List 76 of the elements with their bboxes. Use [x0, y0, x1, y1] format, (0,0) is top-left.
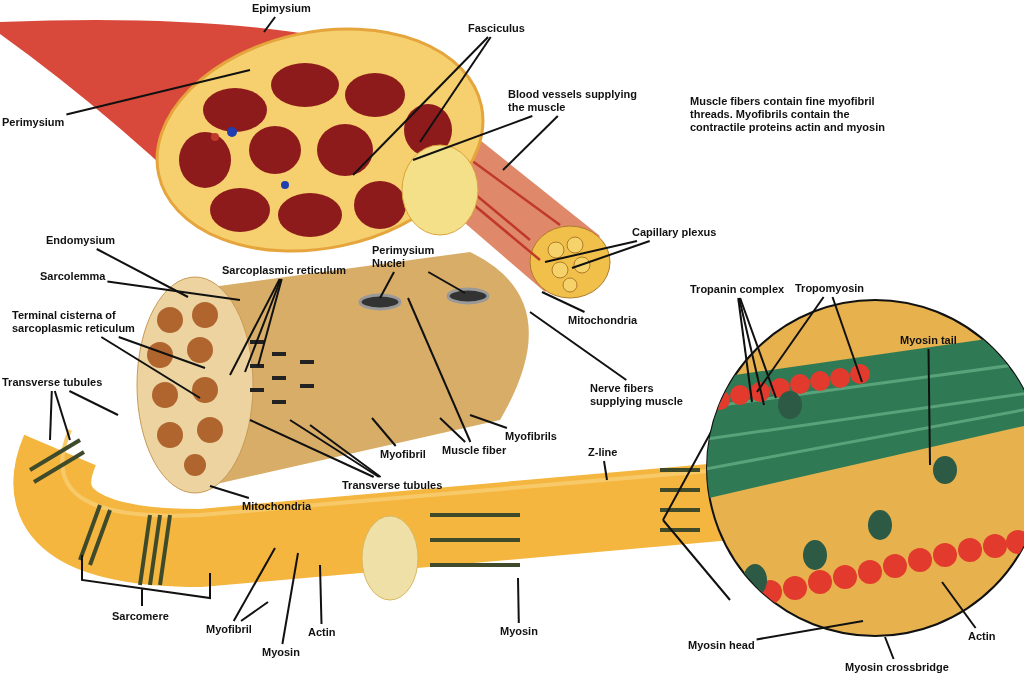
leader-line: [517, 577, 520, 624]
part-label: Myofibril: [206, 623, 252, 636]
leader-line: [738, 297, 765, 406]
leader-line: [379, 271, 395, 299]
leader-line: [737, 297, 753, 403]
leader-line: [281, 552, 299, 645]
leader-line: [529, 311, 628, 381]
part-label: Terminal cisterna of sarcoplasmic reticulum: [12, 309, 142, 335]
leader-line: [209, 485, 250, 499]
leader-line: [571, 240, 651, 269]
part-label: Fasciculus: [468, 22, 525, 35]
leader-line: [65, 69, 251, 116]
leader-line: [240, 601, 269, 622]
part-label: Blood vessels supplying the muscle: [508, 88, 638, 114]
part-label: Epimysium: [252, 2, 311, 15]
part-label: Perimysium: [2, 116, 65, 129]
part-label: Myofibrils: [505, 430, 557, 443]
leader-line: [95, 248, 189, 298]
leader-line: [53, 390, 71, 441]
leader-line: [755, 620, 864, 641]
part-label: Myosin: [262, 646, 300, 659]
part-label: Mitochondria: [242, 500, 312, 513]
part-label: Tropanin complex: [690, 283, 785, 296]
leader-line: [229, 278, 281, 376]
part-label: Transverse tubules: [342, 479, 443, 492]
leader-line: [68, 390, 119, 416]
leader-line: [927, 348, 931, 466]
part-label: Transverse tubules: [2, 376, 103, 389]
leader-line: [257, 278, 283, 367]
part-label: Z-line: [588, 446, 618, 459]
leader-line: [100, 336, 201, 399]
leader-line: [371, 417, 397, 447]
leader-line: [739, 297, 777, 399]
part-label: Sarcomere: [112, 610, 169, 623]
leader-line: [232, 547, 276, 622]
leader-line: [469, 414, 508, 429]
leader-line: [884, 636, 895, 660]
part-label: Nerve fibers supplying muscle: [590, 382, 705, 408]
leader-line: [263, 16, 277, 33]
leader-line: [309, 424, 382, 478]
part-label: Muscle fiber: [442, 444, 507, 457]
leader-line: [544, 240, 638, 263]
leader-line: [427, 271, 466, 294]
leader-line: [831, 296, 863, 383]
part-label: Sarcoplasmic reticulum: [222, 264, 347, 277]
part-label: Myosin: [500, 625, 538, 638]
leader-line: [502, 115, 559, 171]
leader-line: [106, 280, 241, 301]
leader-line: [289, 419, 380, 478]
part-label: Myofibril: [380, 448, 426, 461]
leader-line: [244, 278, 282, 373]
part-label: Endomysium: [46, 234, 116, 247]
leader-line: [941, 581, 977, 629]
leader-line: [419, 36, 492, 143]
part-label: Actin: [308, 626, 336, 639]
leader-line: [603, 460, 608, 481]
part-label: Actin: [968, 630, 996, 643]
part-label: Sarcolemma: [40, 270, 106, 283]
part-label: Tropomyosin: [795, 282, 865, 295]
part-label: Myosin tail: [900, 334, 957, 347]
leader-line: [249, 419, 375, 478]
part-label: Mitochondria: [568, 314, 638, 327]
part-label: Myosin crossbridge: [845, 661, 949, 674]
leader-line: [412, 115, 534, 161]
leader-line: [352, 36, 490, 176]
part-label: Myosin head: [688, 639, 755, 652]
leader-line: [49, 390, 53, 441]
part-label: Perimysium Nuclei: [372, 244, 432, 270]
leader-line: [439, 417, 467, 443]
note-text: Muscle fibers contain fine myofibril threads. Myofibrils contain the contractile proteins actin and myosin: [690, 95, 886, 134]
leader-line: [117, 336, 206, 369]
leader-line: [407, 297, 472, 443]
leader-line: [756, 296, 825, 393]
leader-line: [541, 291, 586, 313]
part-label: Capillary plexus: [632, 226, 717, 239]
leader-line: [319, 564, 323, 625]
